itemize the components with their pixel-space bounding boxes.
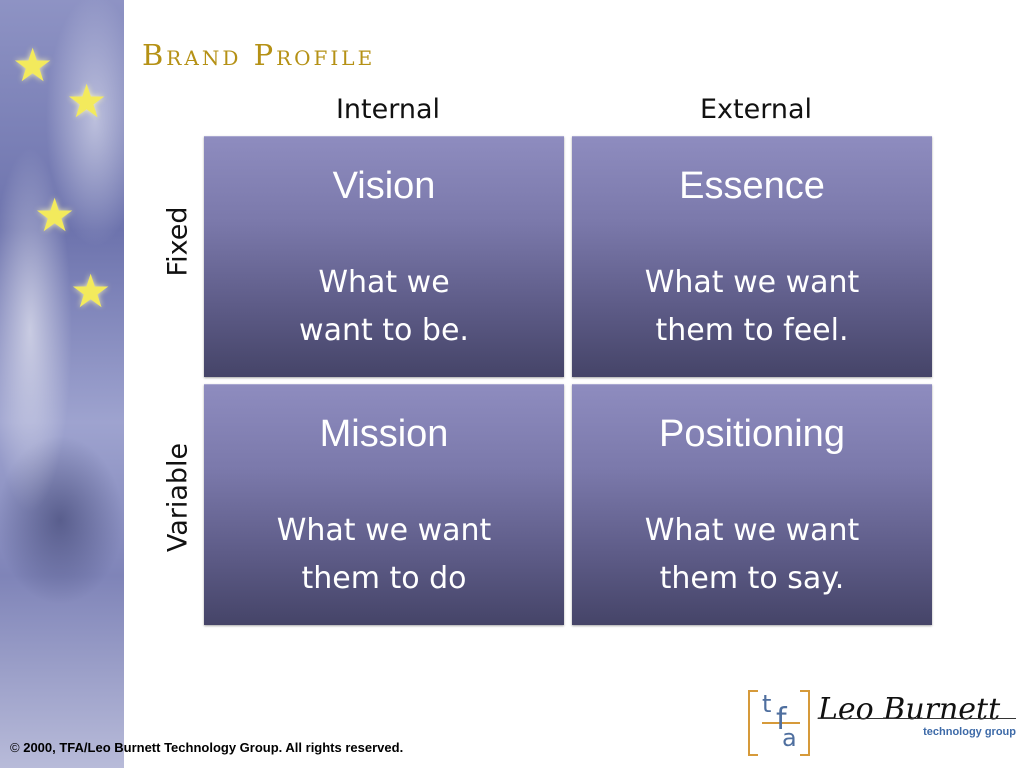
copyright-footer: © 2000, TFA/Leo Burnett Technology Group… xyxy=(10,740,403,755)
column-header-internal: Internal xyxy=(335,94,441,125)
cell-vision: Vision What we want to be. xyxy=(204,136,564,377)
slide-title: Brand Profile xyxy=(142,38,376,72)
cell-text: What we want them to say. xyxy=(644,513,860,596)
star-icon: ★ xyxy=(66,74,108,128)
cell-essence: Essence What we want them to feel. xyxy=(572,136,932,377)
tfa-logo: t f a xyxy=(748,688,810,756)
tfa-leo-burnett-logo: t f a Leo Burnett technology group xyxy=(748,688,1018,756)
row-header-variable: Variable xyxy=(162,442,194,553)
star-icon: ★ xyxy=(12,38,54,92)
cell-text: What we want them to do xyxy=(276,513,492,596)
star-icon: ★ xyxy=(34,188,76,242)
decorative-side-image: ★ ★ ★ ★ xyxy=(0,0,124,768)
logo-letter-f: f xyxy=(776,702,787,737)
cell-text: What we want them to feel. xyxy=(644,265,860,348)
cell-heading: Positioning xyxy=(659,413,845,455)
cell-mission: Mission What we want them to do xyxy=(204,384,564,625)
cell-heading: Mission xyxy=(319,413,449,455)
logo-letter-a: a xyxy=(782,724,797,752)
column-header-external: External xyxy=(699,94,813,125)
star-icon: ★ xyxy=(70,264,112,318)
logo-subtitle: technology group xyxy=(923,726,1016,738)
row-header-fixed: Fixed xyxy=(162,206,194,277)
cell-heading: Vision xyxy=(332,165,436,207)
cell-text: What we want to be. xyxy=(299,265,469,348)
logo-rule xyxy=(818,718,1016,719)
copyright-text: 2000, TFA/Leo Burnett Technology Group. … xyxy=(23,740,404,755)
cell-heading: Essence xyxy=(679,165,825,207)
leo-burnett-signature: Leo Burnett xyxy=(818,692,1001,727)
logo-letter-t: t xyxy=(762,690,772,718)
copyright-symbol: © xyxy=(10,740,20,755)
cell-positioning: Positioning What we want them to say. xyxy=(572,384,932,625)
